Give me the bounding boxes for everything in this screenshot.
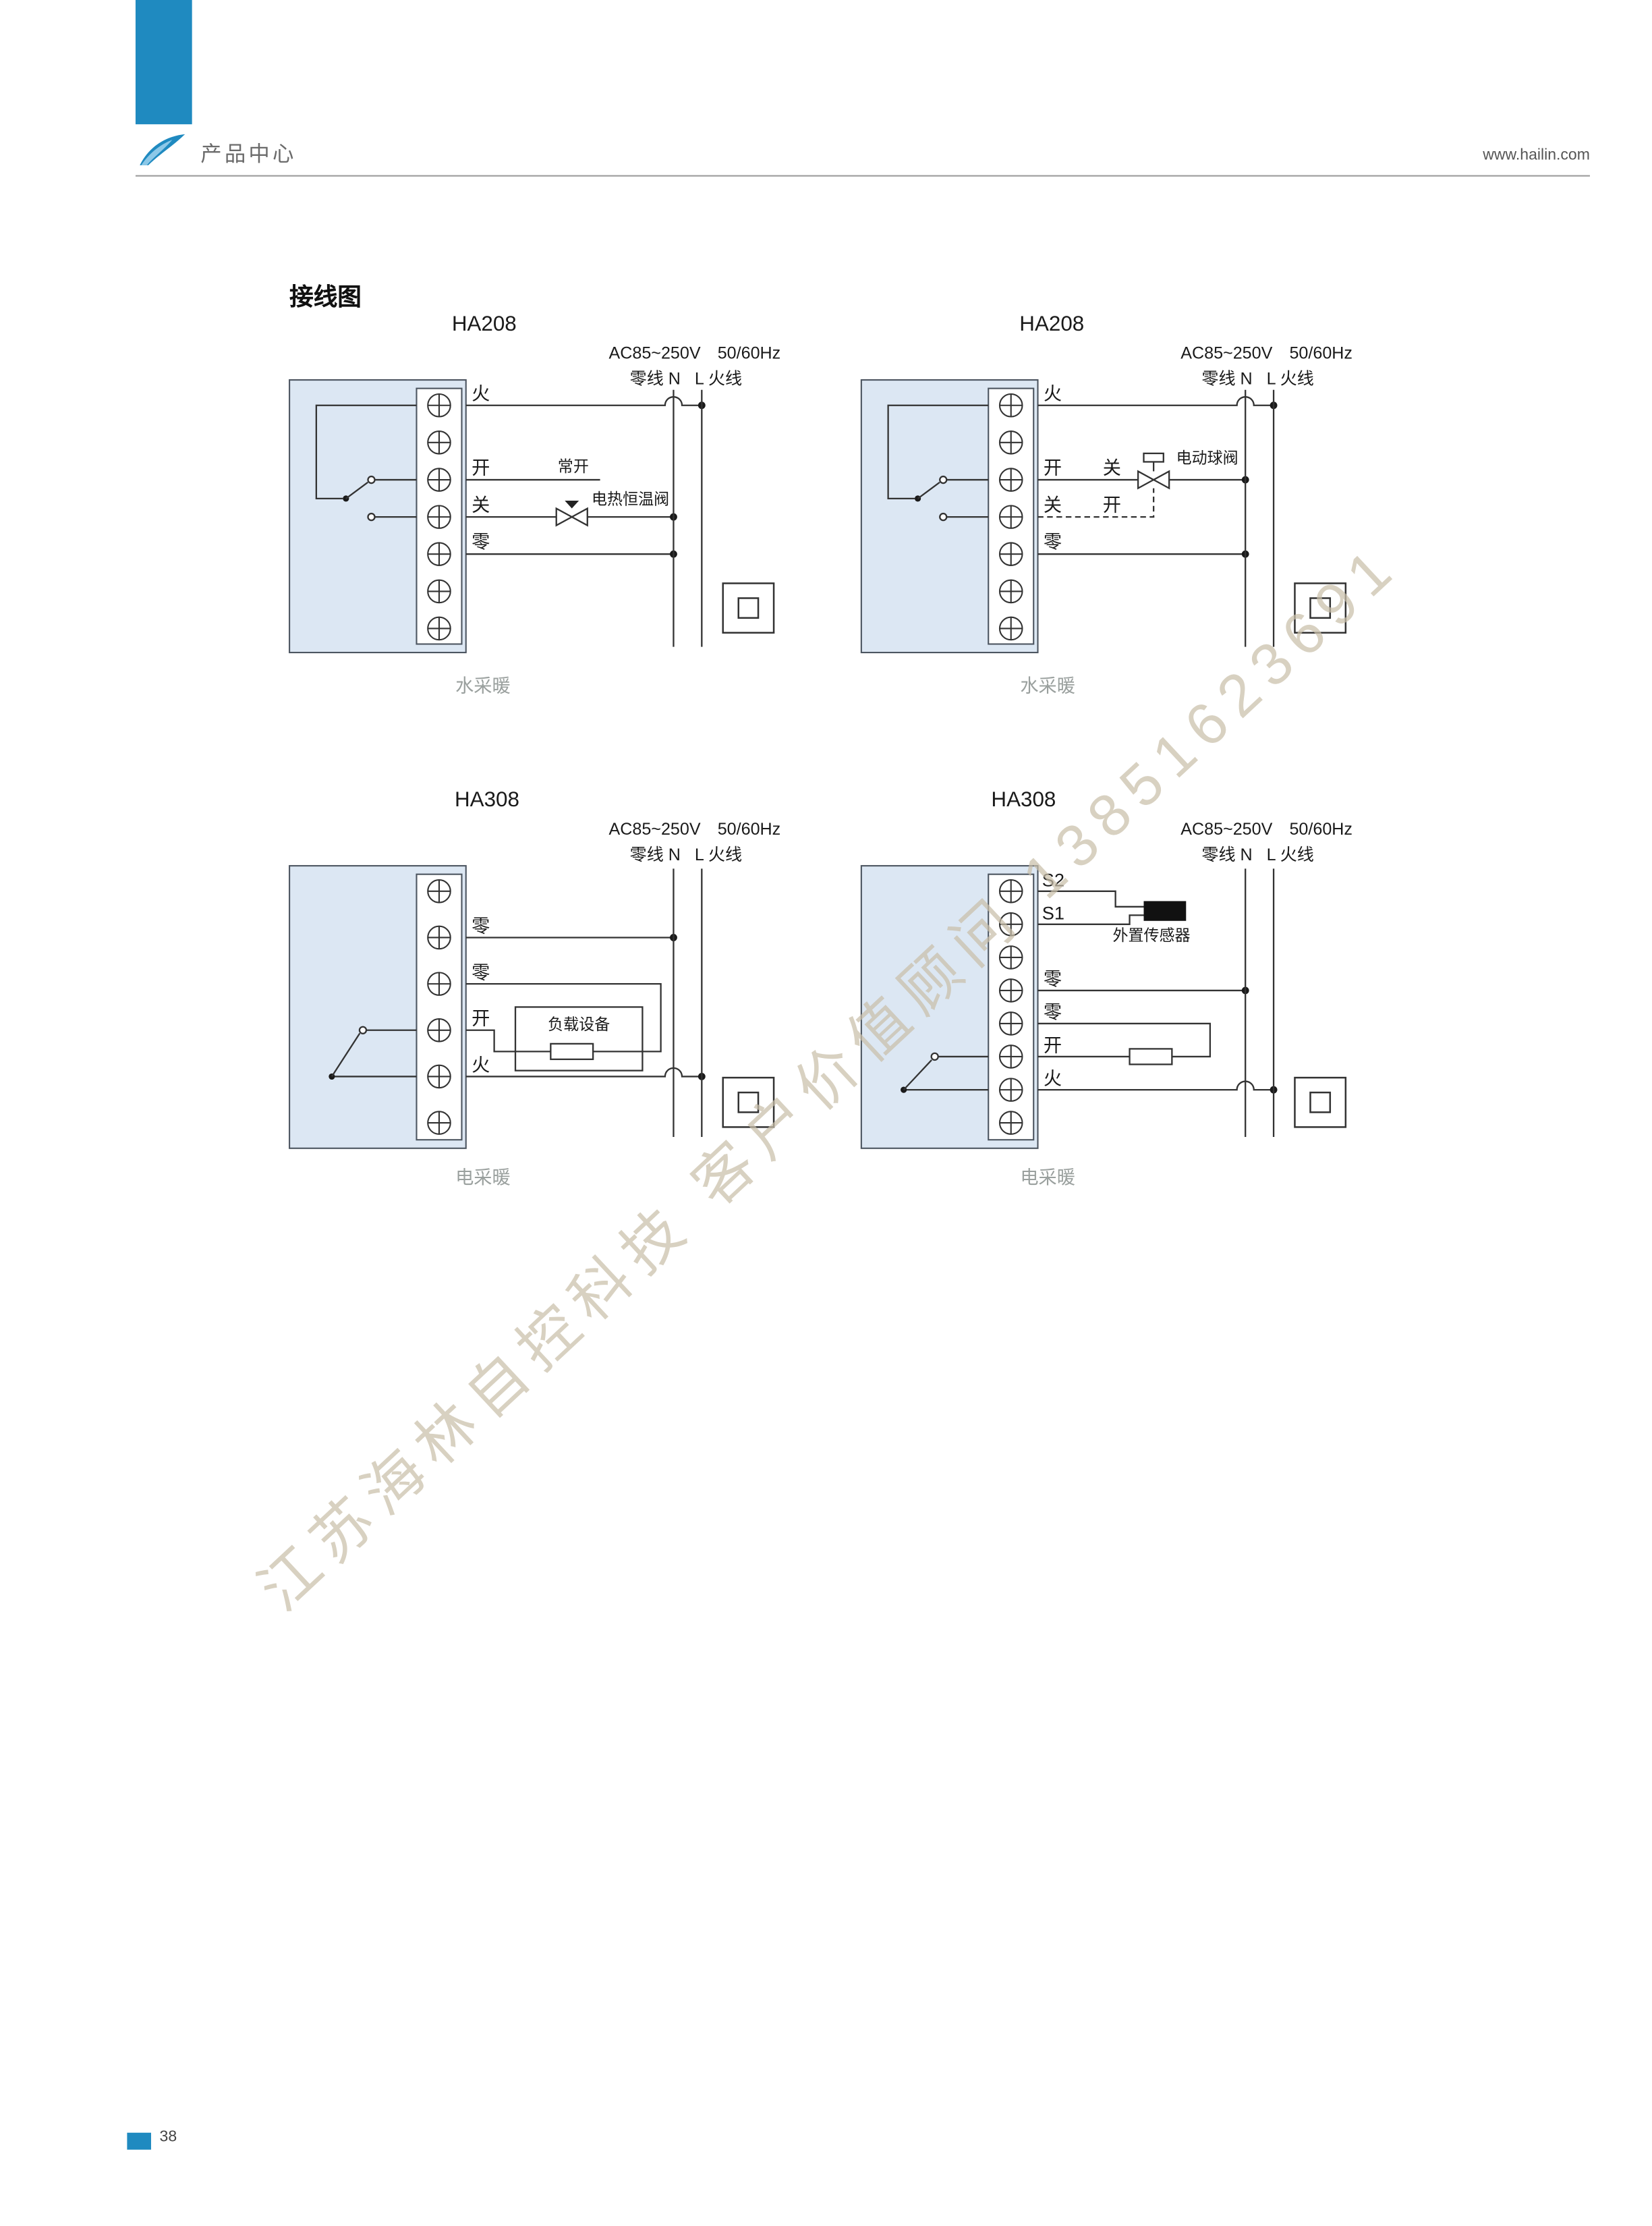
power-socket-icon xyxy=(722,1076,775,1128)
page-number-badge xyxy=(127,2132,151,2150)
thermostat-body xyxy=(289,865,467,1149)
terminal-label-open-2: 开 xyxy=(1103,494,1121,515)
live-line-label: L 火线 xyxy=(695,845,742,864)
power-socket-icon xyxy=(1294,1076,1347,1128)
wiring xyxy=(1037,986,1278,1094)
page-title: 接线图 xyxy=(289,283,362,311)
terminal-label-open: 开 xyxy=(1044,1034,1062,1055)
device-label: 外置传感器 xyxy=(1112,926,1190,944)
terminal-label-live: 火 xyxy=(472,383,490,404)
hailin-leaf-logo-icon xyxy=(140,134,186,165)
power-socket-icon xyxy=(1294,582,1347,634)
internal-switch-icon xyxy=(901,1052,989,1093)
neutral-line-label: 零线 N xyxy=(1201,845,1252,864)
wiring-diagram-ha308-sensor: HA308 AC85~250V 50/60Hz 零线 N L 火线 xyxy=(860,787,1352,1188)
thermostat-body xyxy=(289,379,467,654)
load-device-box xyxy=(514,1006,644,1072)
internal-switch-icon xyxy=(329,1026,417,1080)
model-label: HA208 xyxy=(1019,312,1084,335)
power-socket-icon xyxy=(722,582,775,634)
heater-resistor-icon xyxy=(1129,1048,1173,1065)
terminal-label-open: 开 xyxy=(472,457,490,478)
terminal-label-neutral-2: 零 xyxy=(472,962,490,983)
website-link[interactable]: www.hailin.com xyxy=(1483,146,1590,164)
power-rating-label: AC85~250V 50/60Hz xyxy=(608,820,780,839)
header-accent-block xyxy=(135,0,192,125)
power-lines xyxy=(1245,389,1275,647)
neutral-line-label: 零线 N xyxy=(630,369,681,388)
thermostat-body xyxy=(860,865,1039,1149)
internal-switch-icon xyxy=(887,404,989,522)
model-label: HA308 xyxy=(455,787,519,811)
ball-valve-icon xyxy=(1137,452,1170,490)
device-label: 电动球阀 xyxy=(1176,449,1238,467)
terminal-label-close-2: 关 xyxy=(1103,457,1121,478)
live-line-label: L 火线 xyxy=(1267,369,1314,388)
power-lines xyxy=(1245,868,1275,1138)
terminal-label-neutral-1: 零 xyxy=(472,916,490,937)
wiring-diagram-ha308-load: HA308 AC85~250V 50/60Hz 零线 N L 火线 xyxy=(289,787,780,1188)
terminal-label-close: 关 xyxy=(472,494,490,515)
terminal-label-neutral: 零 xyxy=(1044,531,1062,552)
valve-note-label: 常开 xyxy=(558,457,589,475)
terminal-label-live: 火 xyxy=(472,1055,490,1076)
model-label: HA308 xyxy=(991,787,1056,811)
power-rating-label: AC85~250V 50/60Hz xyxy=(608,344,780,363)
diagram-caption: 水采暖 xyxy=(1020,675,1075,696)
power-lines xyxy=(673,868,703,1138)
terminal-label-live: 火 xyxy=(1044,1068,1062,1089)
model-label: HA208 xyxy=(452,312,517,335)
internal-switch-icon xyxy=(315,404,417,522)
terminal-label-neutral: 零 xyxy=(472,531,490,552)
terminal-label-neutral-1: 零 xyxy=(1044,968,1062,989)
external-sensor-icon xyxy=(1037,890,1187,925)
diagram-caption: 水采暖 xyxy=(455,675,511,696)
terminal-label-open: 开 xyxy=(472,1008,490,1029)
power-lines xyxy=(673,389,703,647)
wiring-diagram-ha208-thermal-valve: HA208 AC85~250V 50/60Hz 零线 N L 火线 xyxy=(289,312,780,696)
terminal-label-live: 火 xyxy=(1044,383,1062,404)
diagram-caption: 电采暖 xyxy=(455,1167,511,1188)
wiring xyxy=(465,396,706,558)
terminal-label-s2: S2 xyxy=(1042,869,1064,890)
neutral-line-label: 零线 N xyxy=(1201,369,1252,388)
neutral-line-label: 零线 N xyxy=(630,845,681,864)
power-rating-label: AC85~250V 50/60Hz xyxy=(1180,820,1352,839)
terminal-label-open: 开 xyxy=(1044,457,1062,478)
wiring-diagram-ha208-ball-valve: HA208 AC85~250V 50/60Hz 零线 N L 火线 xyxy=(860,312,1352,696)
thermal-valve-icon xyxy=(555,501,588,527)
live-line-label: L 火线 xyxy=(695,369,742,388)
device-label: 负载设备 xyxy=(548,1015,610,1033)
header-section-title: 产品中心 xyxy=(200,142,297,167)
terminal-label-s1: S1 xyxy=(1042,903,1064,924)
terminal-label-close: 关 xyxy=(1044,494,1062,515)
diagram-caption: 电采暖 xyxy=(1020,1167,1075,1188)
device-label: 电热恒温阀 xyxy=(592,490,669,507)
page-number: 38 xyxy=(159,2128,177,2146)
power-rating-label: AC85~250V 50/60Hz xyxy=(1180,344,1352,363)
header-divider xyxy=(135,175,1590,177)
live-line-label: L 火线 xyxy=(1267,845,1314,864)
terminal-label-neutral-2: 零 xyxy=(1044,1001,1062,1022)
